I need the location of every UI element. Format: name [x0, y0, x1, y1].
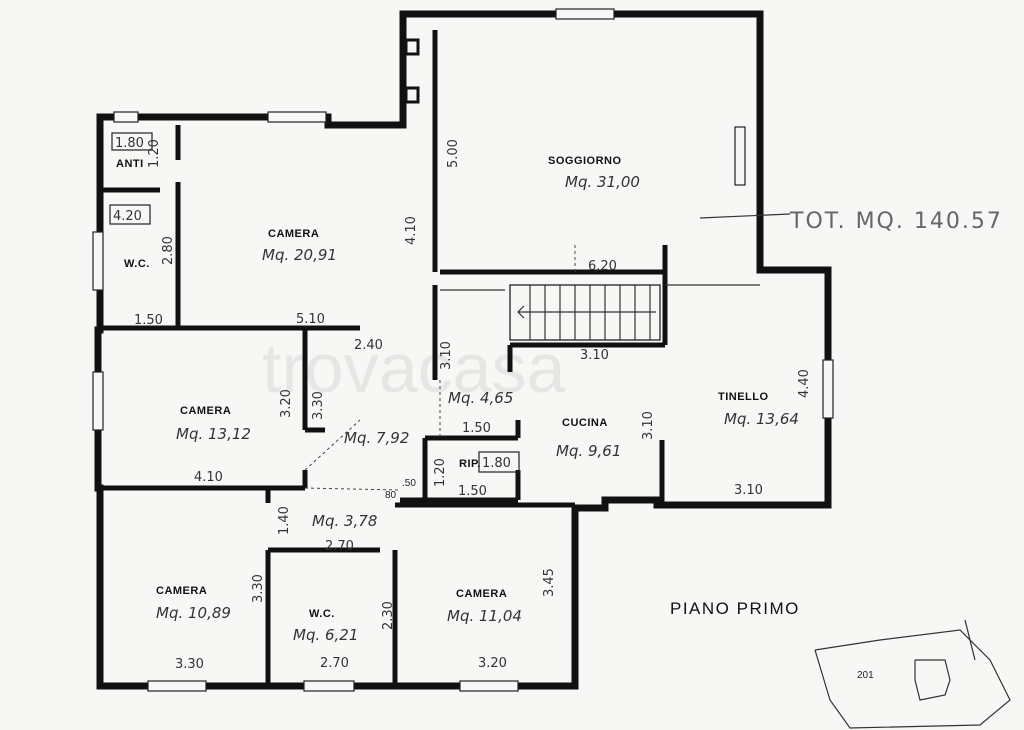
soggiorno-dim-h: 6.20 [588, 259, 617, 274]
cucina-dim-v: 3.10 [641, 411, 656, 440]
soggiorno-label: SOGGIORNO [548, 155, 622, 167]
camera1-label: CAMERA [268, 228, 319, 240]
interior-walls [100, 30, 760, 686]
room-wc-2: W.C. Mq. 6,21 2.30 2.70 [293, 601, 396, 671]
camera2-dim-v2: 3.30 [311, 391, 326, 420]
room-disimpegno: Mq. 7,92 2.40 [344, 338, 409, 447]
rip-box-dim: 1.80 [482, 456, 511, 471]
disimpegno2-dim-v: 3.10 [439, 341, 454, 370]
camera2-dim-v: 3.20 [279, 389, 294, 418]
floor-title: PIANO PRIMO [670, 599, 800, 618]
room-camera-4: CAMERA Mq. 11,04 3.45 3.20 [447, 568, 557, 671]
camera3-dim-h: 3.30 [175, 657, 204, 672]
room-disimpegno-2: Mq. 4,65 3.10 1.50 [439, 341, 513, 436]
camera1-dim-v: 4.10 [404, 216, 419, 245]
rip-label: RIP. [459, 458, 481, 470]
wc1-label: W.C. [124, 258, 150, 270]
cucina-dim-h: 3.10 [580, 348, 609, 363]
camera2-dim-h: 4.10 [194, 470, 223, 485]
camera4-dim-h: 3.20 [478, 656, 507, 671]
room-ripostiglio: RIP. 1.80 1.20 1.50 [433, 456, 511, 499]
room-wc-1: 4.20 W.C. 2.80 1.50 [113, 209, 176, 328]
hall-dim-s2: 80 [385, 490, 397, 501]
room-cucina: CUCINA Mq. 9,61 3.10 3.10 [556, 348, 656, 460]
anti-label: ANTI [116, 158, 144, 170]
outer-walls [92, 8, 834, 692]
anti-box-dim: 1.80 [115, 136, 144, 151]
rip-dim-v: 1.20 [433, 458, 448, 487]
cucina-area: Mq. 9,61 [556, 442, 621, 460]
wc2-dim-h: 2.70 [320, 656, 349, 671]
wc1-dim-v: 2.80 [161, 236, 176, 265]
total-area: TOT. MQ. 140.57 [789, 209, 1003, 234]
room-camera-2: CAMERA Mq. 13,12 3.20 4.10 3.30 [176, 389, 326, 485]
wc2-dim-v: 2.30 [381, 601, 396, 630]
camera3-area: Mq. 10,89 [156, 604, 231, 622]
camera1-dim-h: 5.10 [296, 312, 325, 327]
hall-dim-s: .50 [402, 478, 416, 489]
camera3-dim-v: 3.30 [251, 574, 266, 603]
camera2-area: Mq. 13,12 [176, 425, 251, 443]
camera1-dim-h2: 5.00 [446, 139, 461, 168]
rip-dim-h: 1.50 [458, 484, 487, 499]
room-camera-3: CAMERA Mq. 10,89 3.30 3.30 [156, 574, 266, 672]
room-soggiorno: SOGGIORNO Mq. 31,00 6.20 [548, 155, 640, 274]
hall-dim-h: 2.70 [325, 539, 354, 554]
tinello-dim-h: 3.10 [734, 483, 763, 498]
tinello-dim-v: 4.40 [797, 369, 812, 398]
camera4-area: Mq. 11,04 [447, 607, 522, 625]
wc1-box-dim: 4.20 [113, 209, 142, 224]
disimpegno-dim: 2.40 [354, 338, 383, 353]
disimpegno2-area: Mq. 4,65 [448, 389, 513, 407]
site-map-label: 201 [857, 670, 874, 681]
disimpegno-area: Mq. 7,92 [344, 429, 409, 447]
room-tinello: TINELLO Mq. 13,64 4.40 3.10 [718, 369, 812, 498]
hall-dim-v: 1.40 [277, 506, 292, 535]
camera3-label: CAMERA [156, 585, 207, 597]
camera1-area: Mq. 20,91 [262, 246, 337, 264]
tinello-label: TINELLO [718, 391, 769, 403]
soggiorno-area: Mq. 31,00 [565, 173, 640, 191]
tinello-area: Mq. 13,64 [724, 410, 799, 428]
wc1-dim-h: 1.50 [134, 313, 163, 328]
site-map-sketch: 201 [814, 619, 1011, 729]
room-camera-1: CAMERA Mq. 20,91 4.10 5.10 5.00 [262, 139, 461, 327]
disimpegno2-dim-h: 1.50 [462, 421, 491, 436]
camera2-label: CAMERA [180, 405, 231, 417]
watermark: trovacasa [262, 329, 566, 407]
wc2-label: W.C. [309, 608, 335, 620]
camera4-label: CAMERA [456, 588, 507, 600]
cucina-label: CUCINA [562, 417, 608, 429]
wc2-area: Mq. 6,21 [293, 626, 358, 644]
room-hall: Mq. 3,78 2.70 1.40 .50 80 [277, 478, 416, 554]
hall-area: Mq. 3,78 [312, 512, 377, 530]
anti-dim: 1.20 [147, 139, 162, 168]
camera4-dim-v: 3.45 [542, 568, 557, 597]
room-anti: 1.80 ANTI 1.20 [115, 136, 162, 170]
